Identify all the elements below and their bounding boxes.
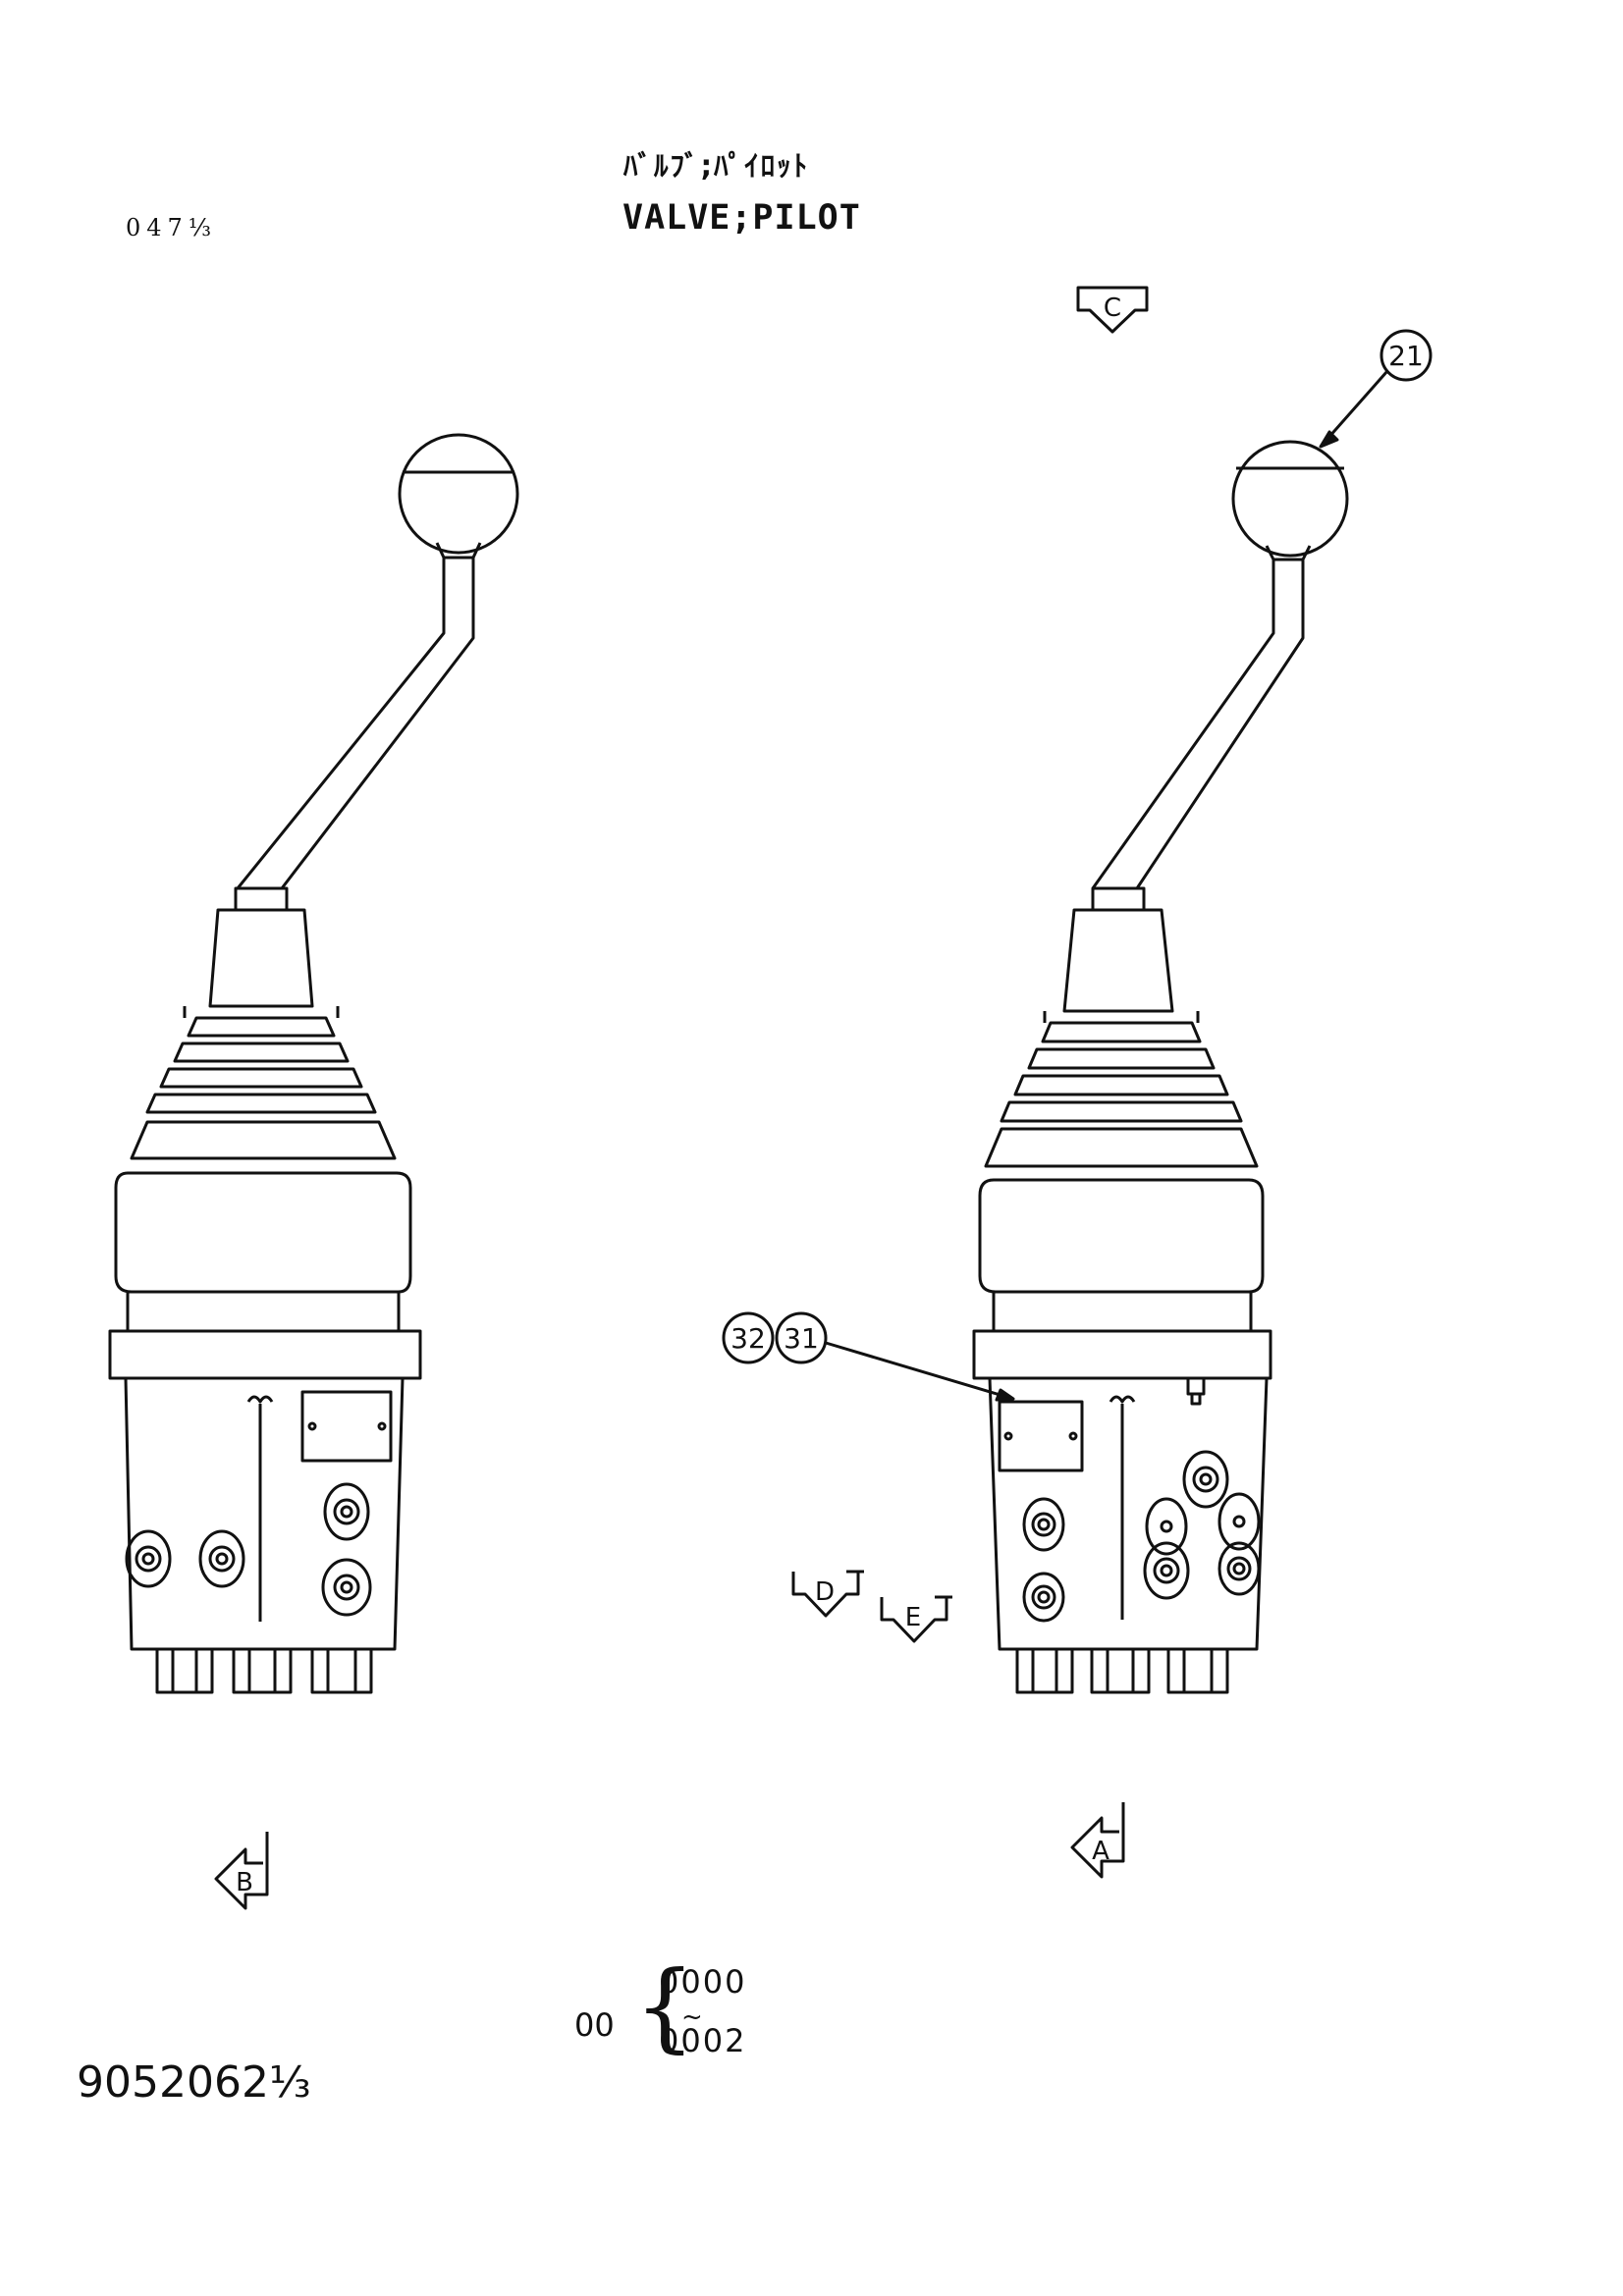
serial-to: 0002	[659, 2022, 747, 2059]
callout-21-label: 21	[1388, 340, 1424, 372]
left-lever-collar	[208, 886, 314, 1008]
title-english: VALVE;PILOT	[622, 198, 861, 238]
right-rubber-boot	[984, 1011, 1259, 1168]
view-arrow-d: D	[791, 1570, 864, 1618]
view-arrow-c-label: C	[1104, 294, 1121, 323]
right-lever-knob	[1231, 440, 1349, 561]
document-number: 9052062⅓	[77, 2057, 311, 2108]
view-arrow-e-label: E	[905, 1603, 921, 1632]
left-lever-knob	[398, 433, 519, 560]
left-valve-cap	[108, 1171, 422, 1380]
callout-31-label: 31	[784, 1322, 819, 1355]
serial-prefix: 00	[574, 2006, 615, 2044]
right-lever-collar	[1062, 886, 1174, 1013]
view-arrow-c: C	[1076, 286, 1149, 334]
title-japanese: ﾊﾞﾙﾌﾞ;ﾊﾟｲﾛｯﾄ	[623, 149, 810, 183]
serial-from: 0000	[659, 1963, 747, 2001]
view-arrow-b-label: B	[236, 1868, 253, 1897]
left-bottom-fittings	[155, 1647, 373, 1694]
left-rubber-boot	[130, 1006, 397, 1160]
serial-brace: {	[634, 1951, 696, 2063]
callout-32-31: 32 31	[722, 1311, 1015, 1402]
left-lever-shaft	[236, 558, 475, 889]
view-arrow-a-label: A	[1092, 1837, 1109, 1866]
serial-tilde: ~	[681, 2002, 703, 2032]
view-arrow-e: E	[880, 1595, 952, 1643]
right-lever-shaft	[1091, 560, 1305, 889]
view-arrow-b: B	[214, 1832, 269, 1910]
left-port-fittings	[125, 1482, 372, 1617]
page-reference: 047⅓	[126, 214, 218, 241]
right-joystick-view	[972, 440, 1349, 1694]
left-joystick-view	[108, 433, 519, 1694]
right-bottom-fittings	[1015, 1647, 1229, 1694]
view-arrow-d-label: D	[815, 1577, 835, 1607]
right-port-fittings	[1022, 1450, 1261, 1623]
callout-21: 21	[1319, 329, 1433, 449]
callout-32-label: 32	[730, 1322, 766, 1355]
view-arrow-a: A	[1070, 1802, 1125, 1879]
right-valve-body	[988, 1376, 1269, 1651]
right-valve-cap	[972, 1178, 1272, 1380]
